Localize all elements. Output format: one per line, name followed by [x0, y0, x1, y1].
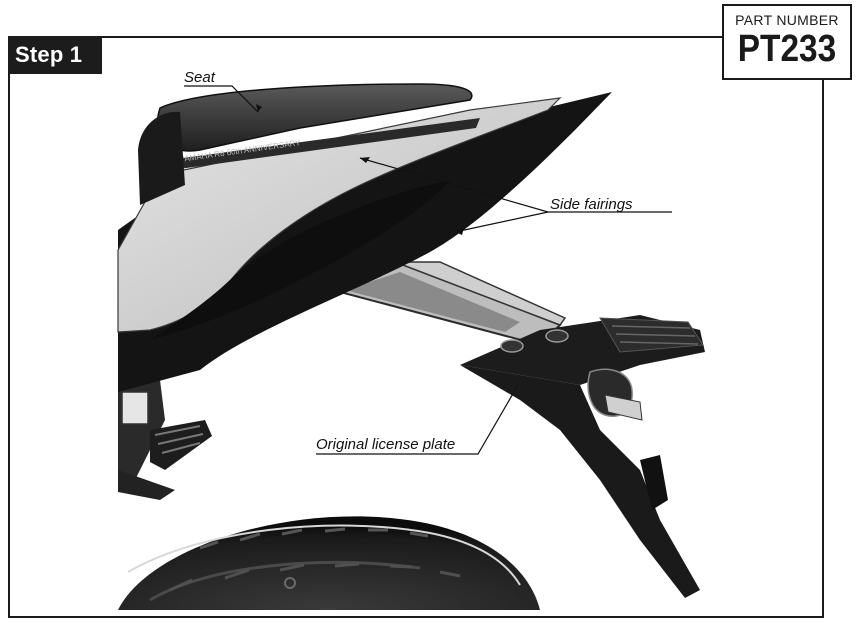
- step-badge: Step 1: [8, 36, 102, 74]
- callout-original-license-plate: Original license plate: [316, 436, 456, 453]
- rear-seat: [138, 83, 473, 205]
- callout-seat: Seat: [184, 69, 215, 86]
- part-number-box: PART NUMBER PT233: [722, 4, 852, 80]
- rear-tyre: [118, 516, 540, 610]
- license-bracket-arm: [321, 260, 567, 347]
- tail-fairing: YAMAHA R6 60th ANNIVERSARY: [117, 92, 612, 392]
- callout-side-fairings: Side fairings: [550, 196, 633, 213]
- callout-leaders: [184, 85, 672, 455]
- part-number-caption: PART NUMBER: [735, 12, 839, 28]
- original-license-plate-holder: [460, 315, 705, 598]
- license-plate-leader-line: [316, 384, 519, 455]
- side-fairings-leader-lower: [454, 211, 549, 233]
- callout-arrowheads: [256, 104, 464, 235]
- rear-subframe-and-footpeg: [118, 380, 212, 500]
- seat-leader-line: [184, 85, 259, 113]
- part-number-value: PT233: [737, 28, 837, 70]
